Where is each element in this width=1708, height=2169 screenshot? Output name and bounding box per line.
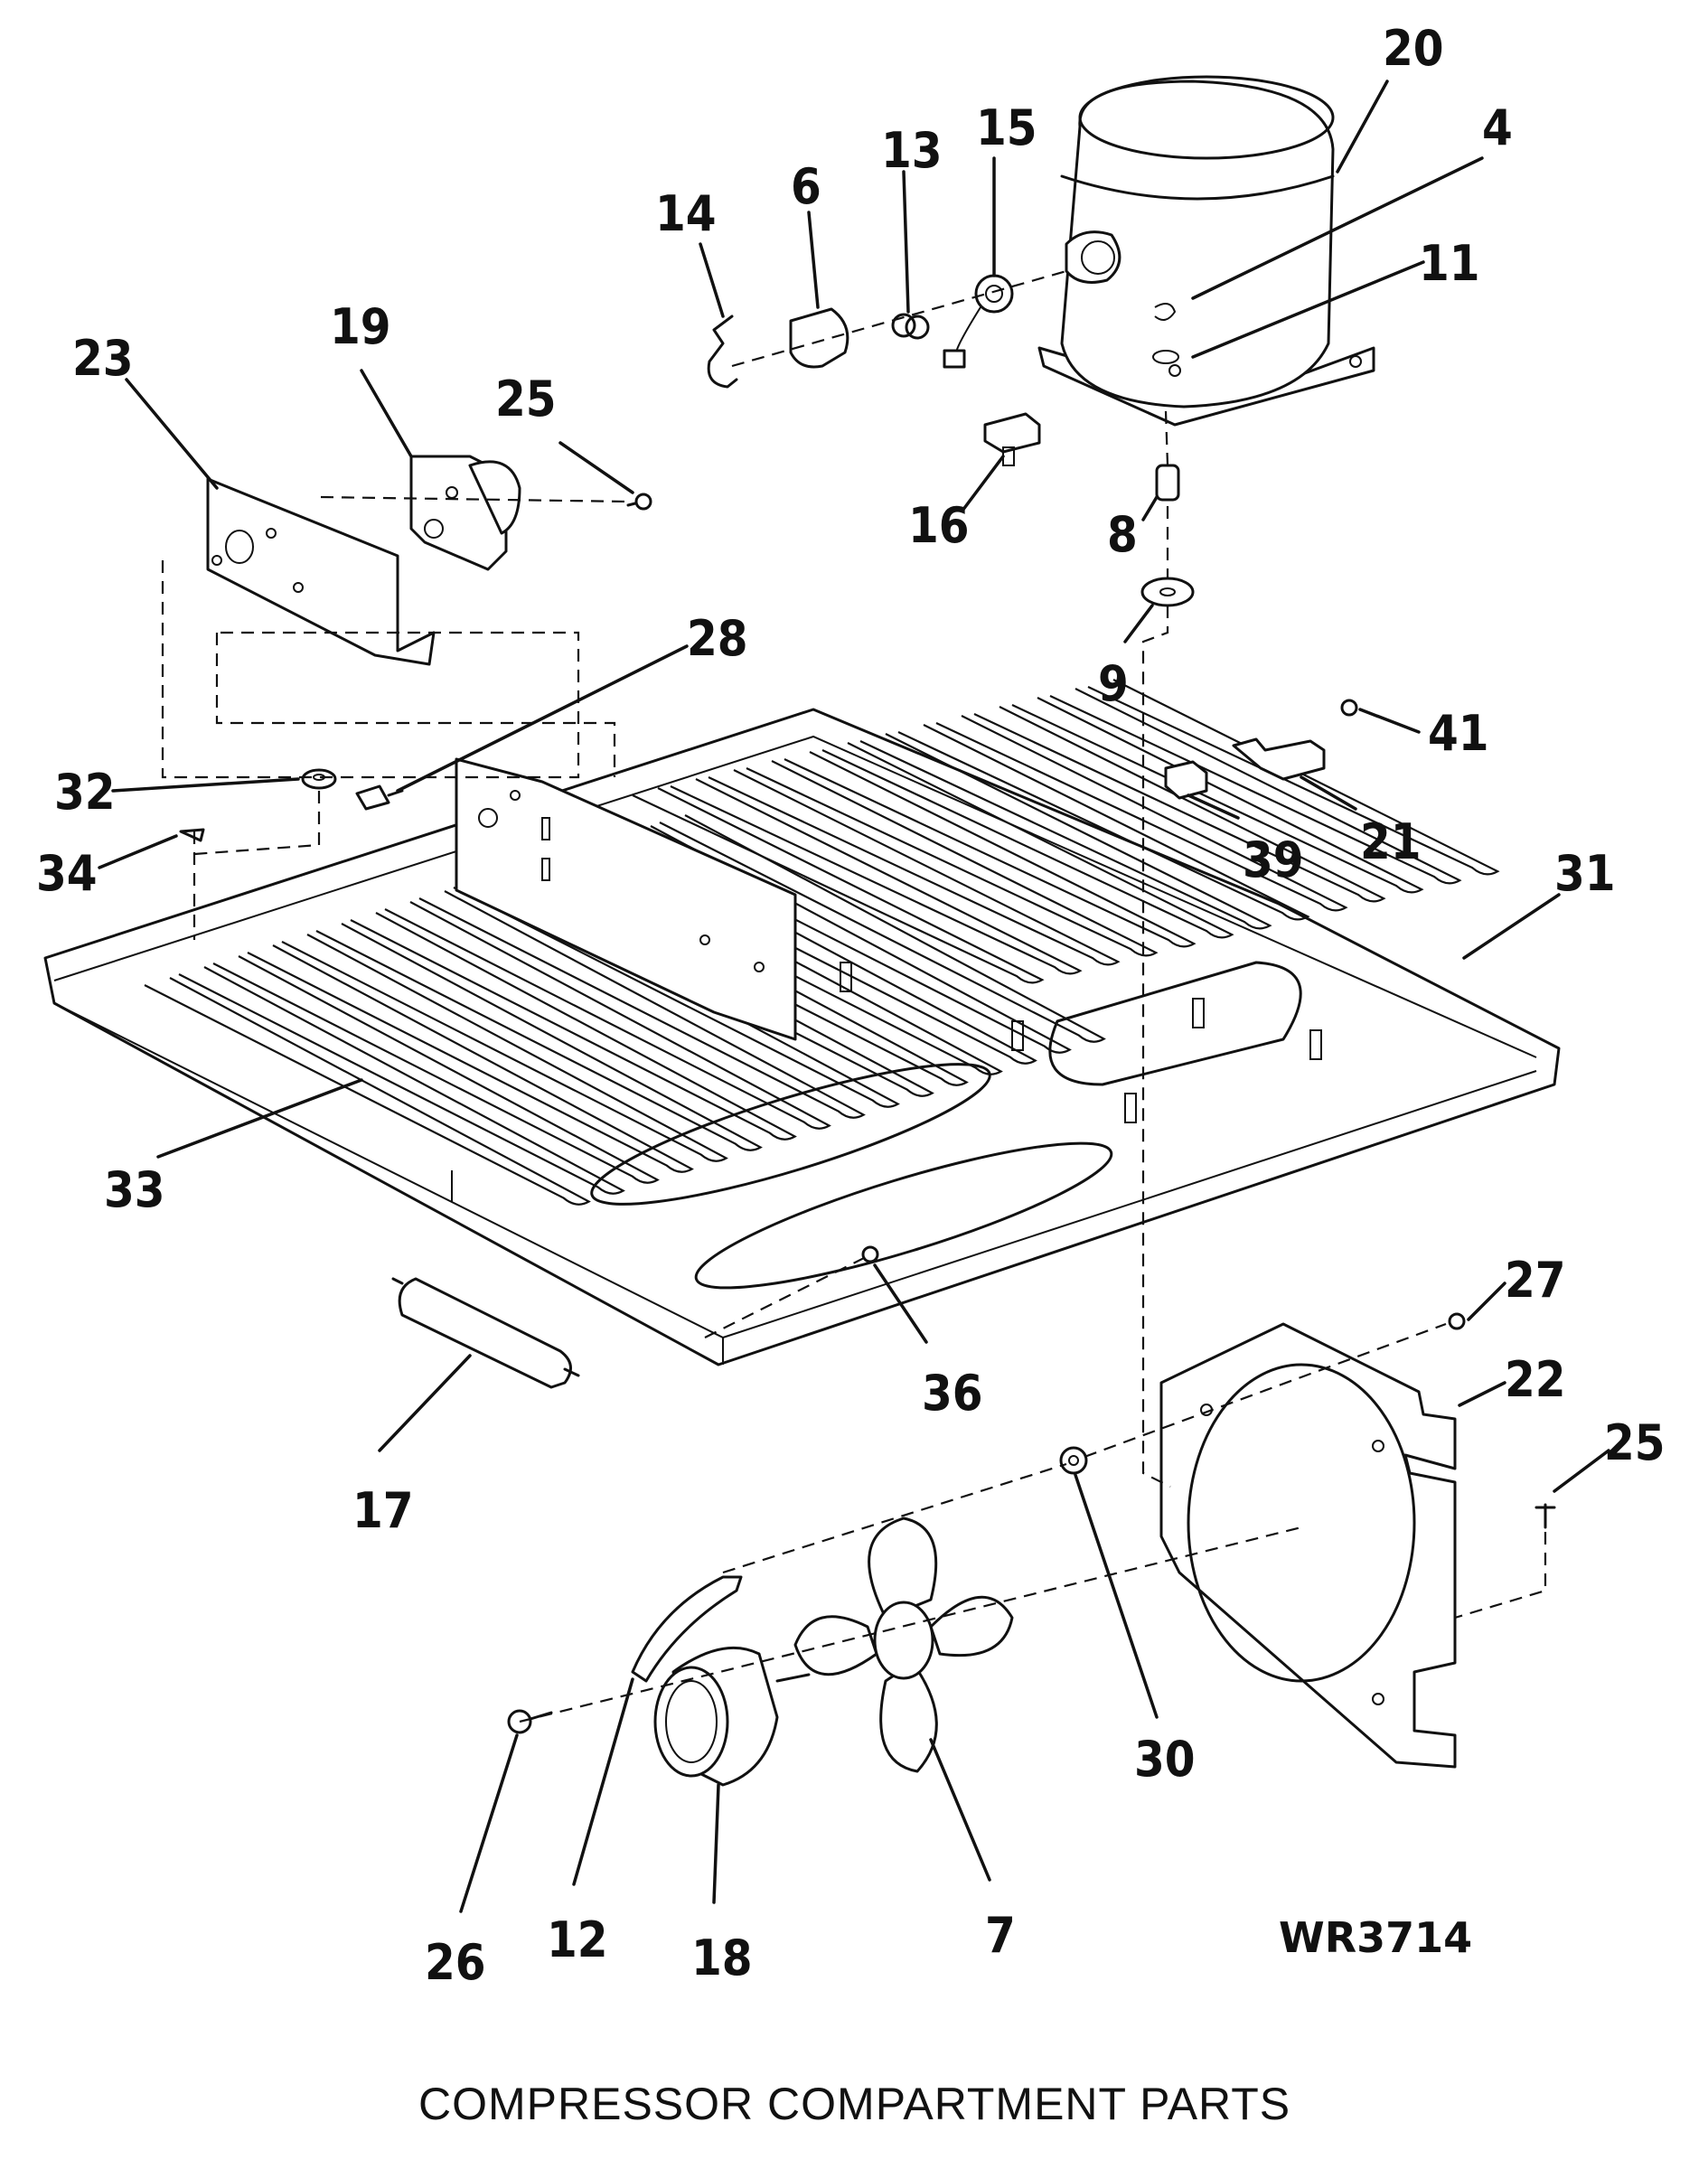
callout-23: 23	[72, 330, 134, 387]
capacitor-39	[1164, 760, 1208, 800]
callout-30: 30	[1134, 1731, 1196, 1788]
clip-34	[179, 828, 205, 842]
callout-33: 33	[104, 1161, 165, 1218]
screw-28	[355, 784, 404, 811]
coil-loop	[590, 836, 1037, 1065]
leader-lines	[98, 80, 1610, 1913]
callout-11: 11	[1419, 235, 1480, 292]
coil-loop	[624, 825, 1072, 1054]
coil-loop	[521, 858, 969, 1086]
callout-34: 34	[36, 845, 98, 902]
callout-41: 41	[1428, 705, 1489, 762]
coil-loop	[1049, 688, 1462, 885]
coil-loop	[784, 751, 1197, 948]
callout-7: 7	[985, 1907, 1016, 1964]
callout-31: 31	[1554, 845, 1616, 902]
coil-loop	[708, 769, 1121, 966]
grommet-32	[301, 768, 337, 790]
coil-loop	[178, 966, 625, 1195]
fan-shroud-22	[1159, 1322, 1457, 1769]
callout-26: 26	[425, 1934, 486, 1991]
cover-6	[789, 307, 849, 369]
coil-loop	[418, 890, 866, 1119]
callout-16: 16	[908, 497, 970, 554]
callout-4: 4	[1482, 99, 1513, 156]
relay-16	[983, 412, 1041, 466]
grommet-8	[1155, 464, 1180, 502]
diagram-title: COMPRESSOR COMPARTMENT PARTS	[418, 2079, 1290, 2129]
condenser-coils-right	[632, 679, 1500, 984]
callout-15: 15	[976, 99, 1037, 156]
alignment-lines	[161, 269, 1547, 1723]
condenser-coils	[144, 814, 1106, 1206]
coil-loop	[859, 733, 1272, 930]
coil-loop	[281, 934, 728, 1162]
clamp-21	[1232, 737, 1326, 781]
coil-loop	[487, 869, 934, 1097]
coil-loop	[897, 724, 1310, 921]
screw-25b	[1534, 1503, 1556, 1529]
mount-9	[1140, 577, 1195, 607]
coil-loop	[453, 879, 900, 1108]
callout-17: 17	[352, 1482, 414, 1539]
coil-loop	[821, 742, 1234, 939]
washer-30	[1059, 1446, 1088, 1475]
drawing-code: WR3714	[1279, 1913, 1472, 1962]
callout-25-top: 25	[495, 371, 557, 427]
callout-36: 36	[922, 1365, 983, 1422]
coil-loop	[212, 955, 660, 1184]
screw-41	[1340, 699, 1358, 717]
overload-15	[943, 274, 1014, 369]
bracket-23	[206, 477, 436, 666]
coil-loop	[350, 912, 797, 1141]
callout-21: 21	[1360, 813, 1422, 870]
fan-motor-18	[653, 1646, 811, 1787]
callout-8: 8	[1107, 506, 1138, 563]
screw-25a	[626, 493, 652, 511]
screw-27	[1448, 1312, 1466, 1330]
coil-loop	[670, 778, 1083, 975]
coil-loop	[746, 760, 1159, 957]
coil-loop	[247, 944, 694, 1173]
callout-labels: 20 4 11 15 13 6 14 19 23 25 16 8 9 28 41…	[36, 20, 1666, 2129]
coil-loop	[1087, 679, 1500, 876]
callout-6: 6	[791, 158, 821, 215]
callout-39: 39	[1243, 831, 1304, 888]
callout-18: 18	[691, 1930, 753, 1986]
coil-loop	[632, 787, 1045, 984]
drier-17	[391, 1277, 580, 1389]
callout-9: 9	[1098, 655, 1129, 712]
coil-loop	[144, 977, 591, 1206]
callout-20: 20	[1383, 20, 1444, 77]
coil-loop	[315, 923, 763, 1151]
coil-loop	[973, 706, 1386, 903]
coil-loop	[384, 901, 831, 1130]
coil-loop	[1011, 697, 1424, 894]
callout-14: 14	[655, 185, 717, 242]
coil-loop	[659, 814, 1106, 1043]
screw-36	[861, 1245, 879, 1263]
callout-28: 28	[687, 610, 748, 667]
bracket-12	[631, 1575, 743, 1683]
callout-12: 12	[547, 1911, 608, 1968]
compressor	[1037, 75, 1375, 427]
callout-19: 19	[330, 298, 391, 355]
callout-32: 32	[54, 764, 116, 821]
coil-loop	[935, 715, 1348, 912]
thermostat-19	[409, 455, 521, 571]
divider-plate	[455, 757, 797, 1041]
coil-loop	[556, 847, 1003, 1075]
clip-14	[707, 315, 738, 389]
callout-25-right: 25	[1604, 1414, 1666, 1471]
callout-27: 27	[1505, 1252, 1566, 1309]
spring-13	[891, 313, 930, 340]
screw-26	[507, 1709, 553, 1734]
fan-blade-7	[793, 1516, 1014, 1773]
callout-22: 22	[1505, 1351, 1566, 1408]
callout-13: 13	[881, 122, 943, 179]
